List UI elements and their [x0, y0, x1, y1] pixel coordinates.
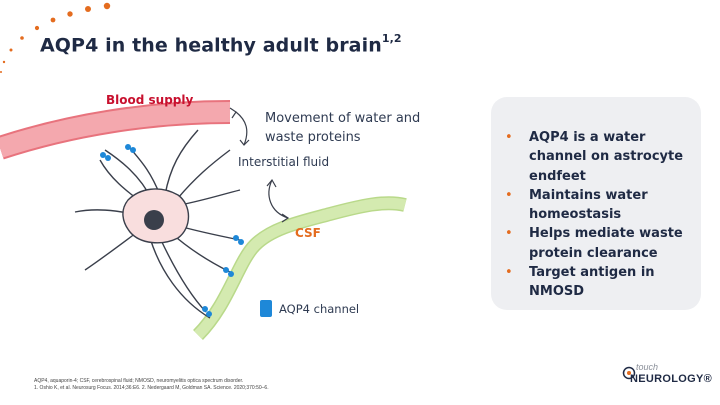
key-points-panel: [491, 97, 701, 310]
key-point-item: •Maintains water homeostasis: [505, 187, 648, 223]
logo-mark-icon: [622, 366, 636, 380]
aqp4-channel-label: AQP4 channel: [279, 302, 360, 316]
bullet-marker: •: [505, 187, 513, 203]
page-title: AQP4 in the healthy adult brain1,2: [40, 32, 402, 57]
aqp4-markers: [100, 144, 244, 317]
key-point-item: •Target antigen in NMOSD: [505, 265, 655, 300]
key-point-item: •AQP4 is a water channel on astrocyte en…: [505, 130, 684, 184]
interstitial-fluid-label: Interstitial fluid: [238, 155, 330, 169]
footnote: AQP4, aquaporin-4; CSF, cerebrospinal fl…: [34, 378, 269, 391]
decorative-dots: [0, 2, 111, 73]
movement-label: Movement of water and waste proteins: [265, 111, 421, 145]
bullet-marker: •: [505, 226, 513, 242]
bullet-marker: •: [505, 130, 513, 145]
touch-neurology-logo: touch NEUROLOGY®: [622, 360, 712, 394]
astrocyte-diagram: [0, 100, 407, 340]
flow-arrows: [229, 107, 290, 223]
aqp4-legend-icon: [260, 300, 272, 317]
bullet-marker: •: [505, 265, 513, 281]
csf-label: CSF: [295, 226, 321, 240]
blood-supply-label: Blood supply: [106, 93, 194, 107]
key-points-list: •AQP4 is a water channel on astrocyte en…: [505, 128, 695, 302]
astrocyte-nucleus: [144, 210, 164, 230]
key-point-item: •Helps mediate waste protein clearance: [505, 226, 683, 261]
